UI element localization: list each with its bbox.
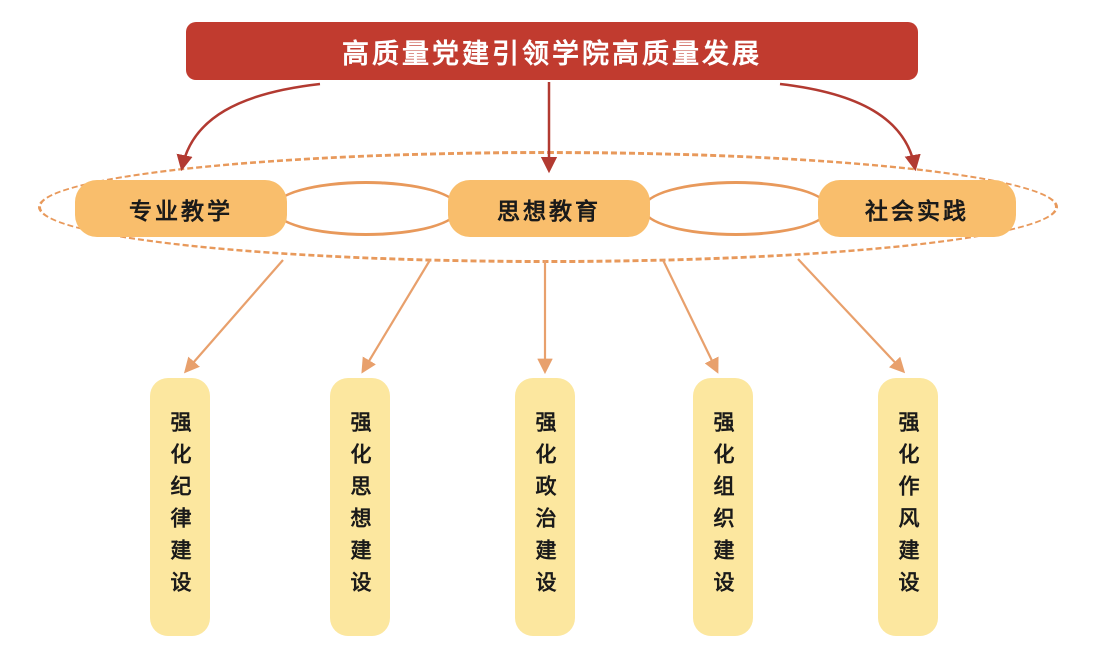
chain-link-ring <box>272 181 460 236</box>
header-box: 高质量党建引领学院高质量发展 <box>186 22 918 80</box>
chain-node-label: 思想教育 <box>497 198 601 225</box>
pillar-label: 强化组织建设 <box>711 411 735 603</box>
chain-node-label: 专业教学 <box>129 198 233 225</box>
diagram-title: 高质量党建引领学院高质量发展 <box>342 38 762 70</box>
pillar-organization: 强化组织建设 <box>693 378 753 636</box>
pillar-label: 强化作风建设 <box>896 411 920 603</box>
pillar-label: 强化思想建设 <box>348 411 372 603</box>
pillar-politics: 强化政治建设 <box>515 378 575 636</box>
chain-node-social-practice: 社会实践 <box>818 180 1016 237</box>
chain-node-professional-teaching: 专业教学 <box>75 180 287 237</box>
pillar-work-style: 强化作风建设 <box>878 378 938 636</box>
arrow-header-to-node-left <box>176 82 321 172</box>
pillar-discipline: 强化纪律建设 <box>150 378 210 636</box>
chain-node-label: 社会实践 <box>865 198 969 225</box>
pillar-label: 强化政治建设 <box>533 411 557 603</box>
chain-node-ideological-education: 思想教育 <box>448 180 650 237</box>
chain-link-ring <box>642 181 830 236</box>
pillar-label: 强化纪律建设 <box>168 411 192 603</box>
pillar-ideology: 强化思想建设 <box>330 378 390 636</box>
arrow-band-to-pillar-2 <box>361 259 431 374</box>
arrow-band-to-pillar-4 <box>662 259 719 374</box>
arrow-band-to-pillar-1 <box>183 259 284 374</box>
arrow-header-to-node-right <box>779 82 921 172</box>
arrow-band-to-pillar-5 <box>797 258 906 374</box>
